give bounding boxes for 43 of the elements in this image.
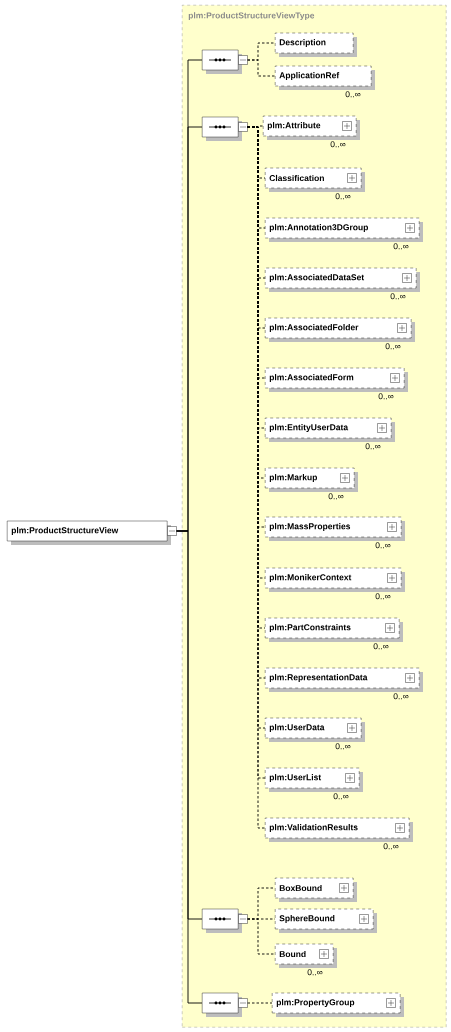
multiplicity-label: 0..∞ bbox=[373, 643, 389, 650]
element-box: BoxBound bbox=[275, 877, 357, 902]
multiplicity-label: 0..∞ bbox=[385, 343, 401, 350]
connector-line bbox=[247, 1002, 273, 1004]
element-box: SphereBound bbox=[275, 908, 377, 933]
element-box: plm:RepresentationData bbox=[265, 667, 423, 692]
element-box: plm:EntityUserData bbox=[265, 417, 395, 442]
multiplicity-label: 0..∞ bbox=[393, 693, 409, 700]
multiplicity-label: 0..∞ bbox=[378, 393, 394, 400]
element-box: plm:MassProperties bbox=[265, 516, 405, 541]
multiplicity-label: 0..∞ bbox=[335, 193, 351, 200]
connector-line bbox=[176, 530, 203, 1004]
multiplicity-label: 0..∞ bbox=[365, 443, 381, 450]
connector-line bbox=[247, 59, 276, 77]
element-box: plm:Annotation3DGroup bbox=[265, 217, 423, 242]
element-box: plm:ProductStructureView bbox=[7, 520, 171, 545]
element-box: plm:PropertyGroup bbox=[272, 992, 404, 1017]
element-box: plm:AssociatedForm bbox=[265, 367, 408, 392]
element-box: plm:Attribute bbox=[263, 115, 360, 140]
multiplicity-label: 0..∞ bbox=[345, 91, 361, 98]
multiplicity-label: 0..∞ bbox=[375, 593, 391, 600]
multiplicity-label: 0..∞ bbox=[330, 141, 346, 148]
element-box: plm:PartConstraints bbox=[265, 617, 403, 642]
multiplicity-label: 0..∞ bbox=[383, 843, 399, 850]
element-box: Bound bbox=[275, 943, 337, 968]
multiplicity-label: 0..∞ bbox=[335, 743, 351, 750]
element-box: plm:Markup bbox=[265, 467, 358, 492]
multiplicity-label: 0..∞ bbox=[333, 793, 349, 800]
element-box: Description bbox=[275, 32, 357, 57]
element-box: plm:AssociatedDataSet bbox=[265, 267, 420, 292]
connector-line bbox=[247, 918, 276, 955]
multiplicity-label: 0..∞ bbox=[393, 243, 409, 250]
element-box: plm:AssociatedFolder bbox=[265, 317, 415, 342]
element-box: Classification bbox=[265, 167, 365, 192]
multiplicity-label: 0..∞ bbox=[375, 542, 391, 549]
element-box: plm:UserList bbox=[265, 767, 363, 792]
element-box: ApplicationRef bbox=[275, 65, 375, 90]
multiplicity-label: 0..∞ bbox=[390, 293, 406, 300]
multiplicity-label: 0..∞ bbox=[307, 969, 323, 976]
multiplicity-label: 0..∞ bbox=[328, 493, 344, 500]
element-box: plm:UserData bbox=[265, 717, 365, 742]
element-box: plm:MonikerContext bbox=[265, 567, 405, 592]
element-box: plm:ValidationResults bbox=[265, 817, 413, 842]
